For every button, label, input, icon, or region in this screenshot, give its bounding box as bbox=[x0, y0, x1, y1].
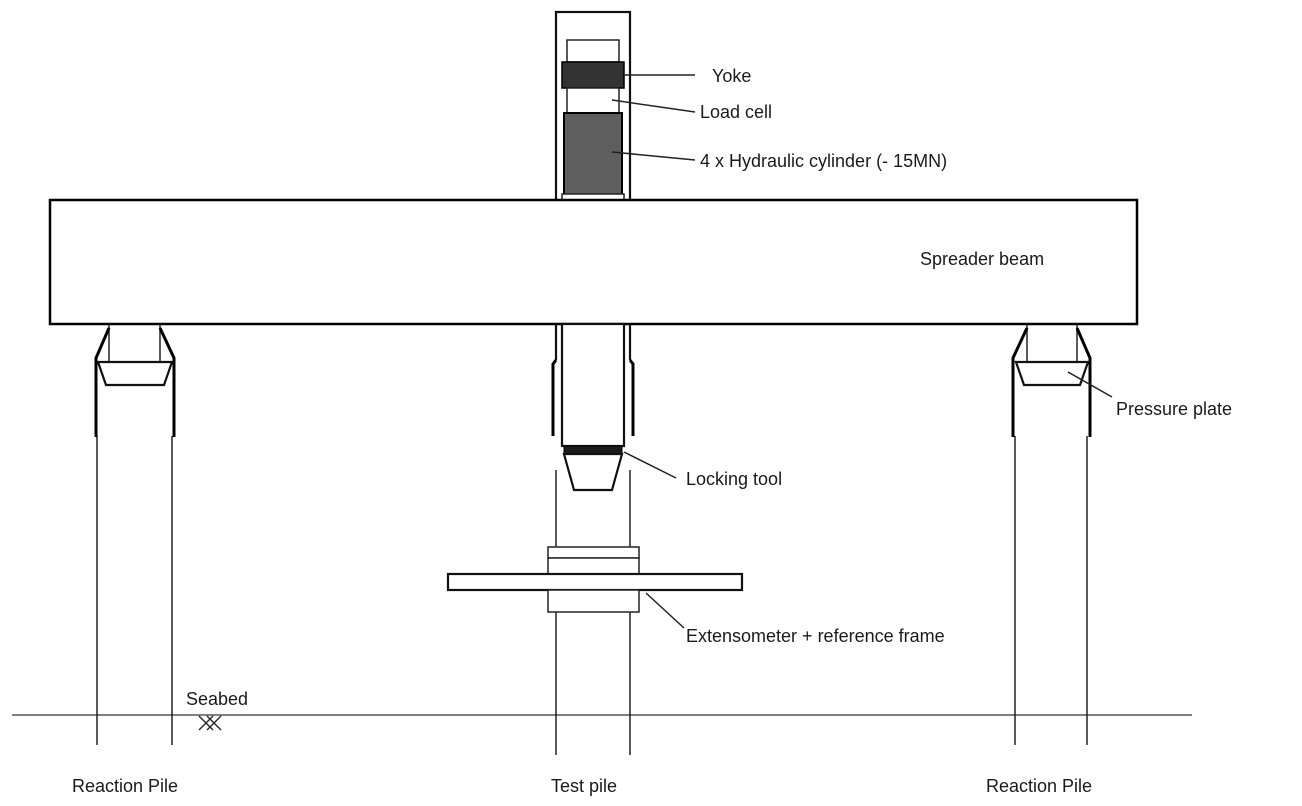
locking-tool bbox=[562, 445, 624, 492]
inner-frame-top bbox=[566, 39, 620, 63]
yoke-block bbox=[561, 61, 625, 89]
label-load-cell: Load cell bbox=[700, 102, 772, 122]
label-yoke: Yoke bbox=[712, 66, 751, 86]
reaction-pile-right bbox=[1014, 436, 1088, 745]
label-pressure-plate: Pressure plate bbox=[1116, 399, 1232, 419]
extensometer-leader bbox=[645, 592, 685, 629]
label-extensometer: Extensometer + reference frame bbox=[686, 626, 945, 646]
hydraulic-cylinder bbox=[563, 112, 623, 196]
label-spreader-beam: Spreader beam bbox=[920, 249, 1044, 269]
yoke-legs bbox=[551, 322, 635, 448]
reaction-pile-left bbox=[96, 436, 173, 745]
cylinder-leader bbox=[611, 151, 696, 161]
label-reaction-pile-left: Reaction Pile bbox=[72, 776, 178, 796]
pressure-plate-right bbox=[1011, 325, 1092, 437]
label-hydraulic-cylinder: 4 x Hydraulic cylinder (- 15MN) bbox=[700, 151, 947, 171]
spreader-beam bbox=[48, 198, 1139, 326]
extensometer bbox=[446, 546, 744, 613]
locking-tool-leader bbox=[623, 451, 677, 479]
load-cell bbox=[566, 87, 620, 114]
label-locking-tool: Locking tool bbox=[686, 469, 782, 489]
pressure-plate-leader bbox=[1067, 371, 1113, 398]
label-reaction-pile-right: Reaction Pile bbox=[986, 776, 1092, 796]
label-test-pile: Test pile bbox=[551, 776, 617, 796]
load-cell-leader bbox=[611, 99, 696, 113]
pressure-plate-left bbox=[94, 325, 176, 437]
label-seabed: Seabed bbox=[186, 689, 248, 709]
seabed-hatch-icon bbox=[198, 715, 222, 731]
